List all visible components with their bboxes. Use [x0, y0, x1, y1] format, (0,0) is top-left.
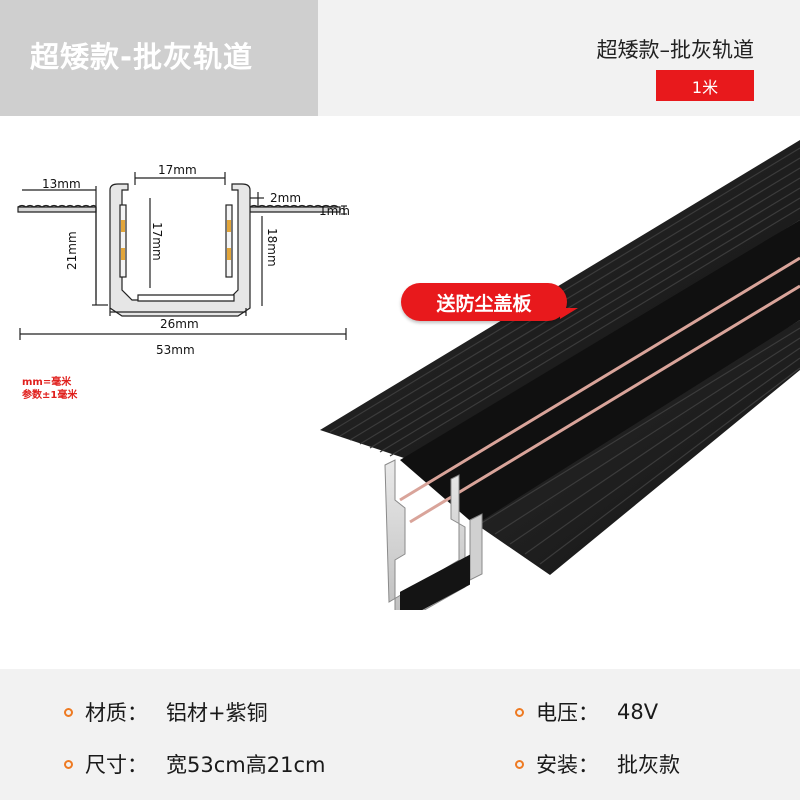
dim-21: 21mm [65, 231, 79, 270]
dim-17-inner: 17mm [150, 222, 164, 261]
dim-18: 18mm [265, 228, 279, 267]
bullet-icon [64, 707, 73, 717]
dim-2: 2mm [270, 191, 301, 205]
callout-pointer [560, 308, 578, 319]
dim-1: 1mm [319, 204, 350, 218]
spec-install: 安装： 批灰款 [515, 749, 680, 779]
unit-note: mm=毫米 参数±1毫米 [22, 376, 77, 402]
bullet-icon [64, 759, 73, 769]
dim-53: 53mm [156, 343, 195, 357]
spec-value: 48V [617, 700, 659, 724]
spec-label: 安装： [536, 753, 599, 777]
track-product-image [320, 140, 800, 610]
spec-value: 宽53cm高21cm [166, 753, 326, 777]
page-title: 超矮款-批灰轨道 [30, 40, 254, 74]
spec-label: 电压： [536, 701, 599, 725]
dim-26: 26mm [160, 317, 199, 331]
dim-13: 13mm [42, 177, 81, 191]
title-box: 超矮款-批灰轨道 [0, 0, 318, 116]
bullet-icon [515, 759, 524, 769]
spec-value: 铝材+紫铜 [166, 701, 268, 725]
length-badge: 1米 [656, 70, 754, 101]
bullet-icon [515, 707, 524, 717]
cross-section-diagram: 13mm 17mm 2mm 1mm 21mm 17mm 18mm 26mm 53… [17, 163, 350, 357]
tolerance-note: 参数±1毫米 [22, 390, 78, 401]
spec-size: 尺寸： 宽53cm高21cm [64, 749, 325, 779]
dim-17-top: 17mm [158, 163, 197, 177]
spec-value: 批灰款 [617, 753, 680, 777]
spec-voltage: 电压： 48V [515, 697, 658, 727]
unit-note-mm: mm=毫米 [22, 377, 72, 388]
spec-material: 材质： 铝材+紫铜 [64, 697, 268, 727]
dust-cover-callout: 送防尘盖板 [401, 283, 567, 321]
product-subtitle: 超矮款–批灰轨道 [596, 38, 755, 62]
spec-label: 材质： [85, 701, 148, 725]
spec-label: 尺寸： [85, 753, 148, 777]
spec-band [0, 669, 800, 800]
